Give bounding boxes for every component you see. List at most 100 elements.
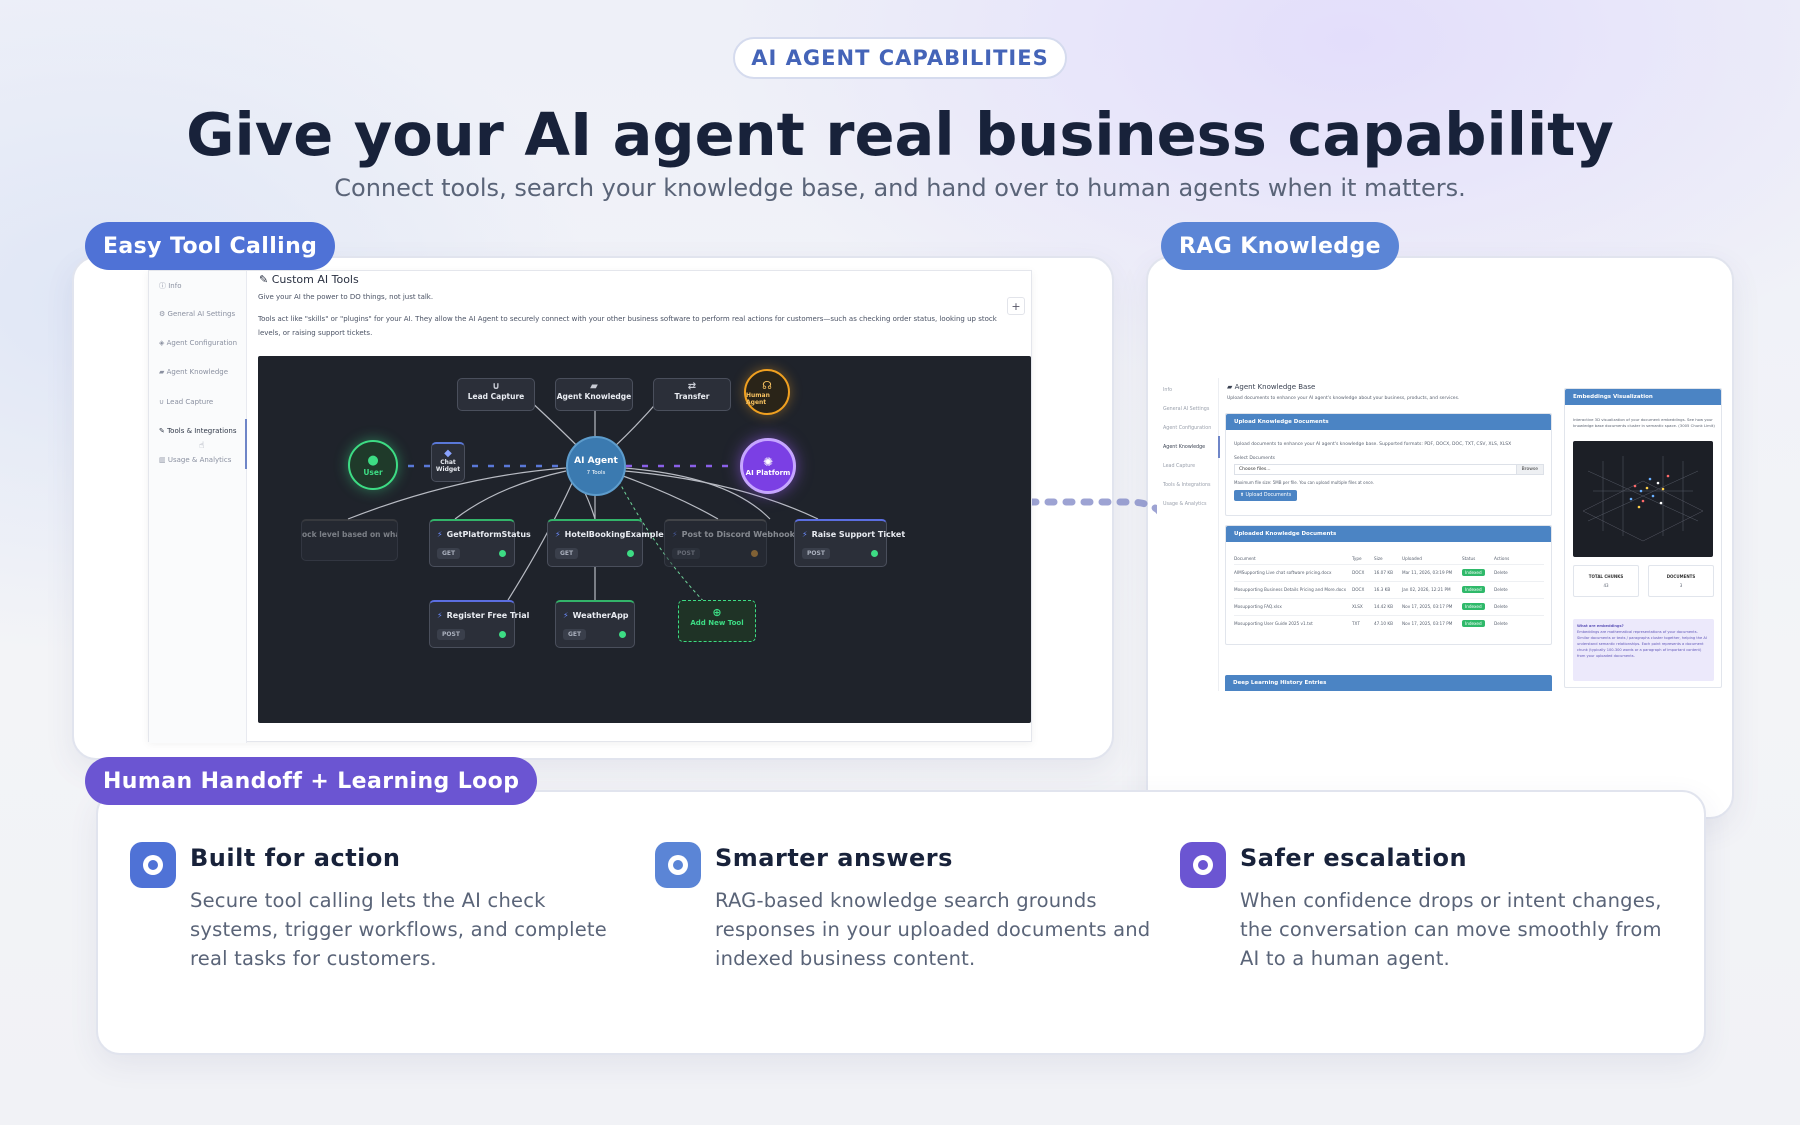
tool-name: HotelBookingExample	[564, 530, 664, 539]
feature-title: Safer escalation	[1240, 844, 1468, 872]
knowledge-base-screenshot: Info General AI Settings Agent Configura…	[1157, 378, 1725, 691]
hub-subtitle: 7 Tools	[586, 470, 606, 476]
add-new-tool-node[interactable]: ⊕Add New Tool	[678, 600, 756, 642]
delete-action[interactable]: Delete	[1494, 604, 1508, 609]
sidebar-item-tools-integrations[interactable]: ✎ Tools & Integrations	[159, 427, 237, 435]
browse-button[interactable]: Browse	[1515, 465, 1543, 474]
human-agent-node[interactable]: ☊Human Agent	[744, 369, 790, 415]
upload-formats: Upload documents to enhance your AI agen…	[1234, 442, 1512, 447]
table-cell[interactable]: Delete	[1494, 597, 1544, 615]
status-dot	[499, 631, 506, 638]
headset-icon: ☊	[762, 378, 772, 392]
settings-sidebar: ⓘ Info ⚙ General AI Settings ◈ Agent Con…	[149, 271, 247, 743]
table-cell: Mar 11, 2026, 03:19 PM	[1402, 563, 1462, 581]
ai-platform-node[interactable]: ✺AI Platform	[740, 438, 796, 494]
dashed-connector	[1008, 498, 1178, 535]
chat-icon: ◆	[444, 448, 452, 459]
method-badge: GET	[555, 548, 579, 559]
node-label: Add New Tool	[690, 619, 744, 627]
table-cell[interactable]: Delete	[1494, 580, 1544, 598]
cell-text: DOCX	[1352, 587, 1365, 592]
sidebar-item-general-ai-settings[interactable]: ⚙ General AI Settings	[159, 310, 236, 318]
sidebar-item-tools[interactable]: Tools & Integrations	[1163, 483, 1211, 488]
table-cell: 47.10 KB	[1374, 614, 1402, 632]
status-badge: Indexed	[1462, 569, 1485, 576]
documents-table: Document Type Size Uploaded Status Actio…	[1234, 554, 1544, 632]
history-panel-header: Deep Learning History Entries	[1225, 675, 1552, 691]
embeddings-3d-plot[interactable]	[1573, 441, 1713, 557]
method-badge: GET	[437, 548, 461, 559]
sidebar-item-agent-configuration[interactable]: Agent Configuration	[1163, 426, 1212, 431]
sidebar-item-agent-knowledge[interactable]: Agent Knowledge	[1163, 445, 1206, 450]
upload-documents-button[interactable]: ⬆ Upload Documents	[1234, 490, 1298, 501]
info-body: Embeddings are mathematical representati…	[1577, 630, 1707, 658]
file-input[interactable]: Choose files...Browse	[1234, 464, 1544, 475]
feature-title: Smarter answers	[715, 844, 953, 872]
cursor-icon: ☝	[199, 441, 205, 451]
chat-widget-node[interactable]: ◆Chat Widget	[431, 442, 465, 482]
cell-text: 47.10 KB	[1374, 621, 1393, 627]
sidebar-item-general-ai-settings[interactable]: General AI Settings	[1163, 407, 1210, 412]
feature-body: When confidence drops or intent changes,…	[1240, 889, 1662, 970]
sidebar-item-usage[interactable]: Usage & Analytics	[1163, 502, 1207, 507]
sidebar-item-agent-knowledge[interactable]: ▰ Agent Knowledge	[159, 368, 229, 376]
method-badge: POST	[672, 548, 700, 559]
sidebar-item-info[interactable]: ⓘ Info	[159, 282, 182, 290]
table-cell[interactable]: Delete	[1494, 563, 1544, 581]
table-cell: DOCX	[1352, 563, 1374, 581]
sidebar-label: General AI Settings	[167, 310, 236, 318]
method-badge: POST	[802, 548, 830, 559]
handoff-features-card	[96, 790, 1706, 1055]
delete-action[interactable]: Delete	[1494, 587, 1508, 592]
status-dot	[871, 550, 878, 557]
table-cell: Indexed	[1462, 597, 1494, 615]
active-indicator	[1218, 436, 1220, 458]
sidebar-item-info[interactable]: Info	[1163, 388, 1173, 393]
transfer-icon: ⇄	[687, 381, 697, 392]
col-size: Size	[1374, 556, 1383, 562]
stat-value: 43	[1603, 583, 1609, 588]
agent-knowledge-node[interactable]: ▰Agent Knowledge	[555, 378, 633, 411]
table-cell: XLSX	[1352, 597, 1374, 615]
table-cell: 14.42 KB	[1374, 597, 1402, 615]
embeddings-panel: Embeddings Visualization Interactive 3D …	[1564, 388, 1722, 688]
embeddings-header: Embeddings Visualization	[1565, 389, 1721, 405]
tools-title-text: Custom AI Tools	[271, 273, 359, 286]
table-cell: Indexed	[1462, 563, 1494, 581]
node-label: Agent Knowledge	[556, 392, 632, 401]
sidebar-item-usage-analytics[interactable]: ▥ Usage & Analytics	[159, 456, 232, 464]
embeddings-description: Interactive 3D visualization of your doc…	[1573, 417, 1715, 428]
status-dot	[751, 550, 758, 557]
add-tool-button[interactable]: +	[1007, 297, 1025, 315]
cell-text: Mar 11, 2026, 03:19 PM	[1402, 570, 1453, 575]
max-size-note: Maximum file size: 5MB per file. You can…	[1234, 480, 1375, 485]
kb-title: ▰ Agent Knowledge Base	[1227, 383, 1316, 391]
tool-name: Post to Discord Webhook	[681, 530, 795, 539]
table-cell: 16.07 KB	[1374, 563, 1402, 581]
lead-capture-node[interactable]: ∪Lead Capture	[457, 378, 535, 411]
stat-label: TOTAL CHUNKS	[1588, 574, 1624, 579]
feature-body: Secure tool calling lets the AI check sy…	[190, 889, 607, 970]
embeddings-info-box: What are embeddings?Embeddings are mathe…	[1573, 619, 1714, 681]
sidebar-item-lead-capture[interactable]: ∪ Lead Capture	[159, 398, 214, 406]
user-node[interactable]: ●User	[348, 440, 398, 490]
transfer-node[interactable]: ⇄Transfer	[653, 378, 731, 411]
page-subtitle: Connect tools, search your knowledge bas…	[334, 174, 1466, 202]
sidebar-item-lead-capture[interactable]: Lead Capture	[1163, 464, 1196, 469]
upload-panel: Upload Knowledge Documents Upload docume…	[1225, 413, 1552, 516]
delete-action[interactable]: Delete	[1494, 570, 1508, 575]
sidebar-item-agent-configuration[interactable]: ◈ Agent Configuration	[159, 339, 238, 347]
table-cell[interactable]: Delete	[1494, 614, 1544, 632]
status-badge: Indexed	[1462, 603, 1485, 610]
faded-tool-node[interactable]: ock level based on what the use	[301, 519, 398, 561]
node-label: Transfer	[674, 392, 710, 401]
delete-action[interactable]: Delete	[1494, 621, 1508, 627]
